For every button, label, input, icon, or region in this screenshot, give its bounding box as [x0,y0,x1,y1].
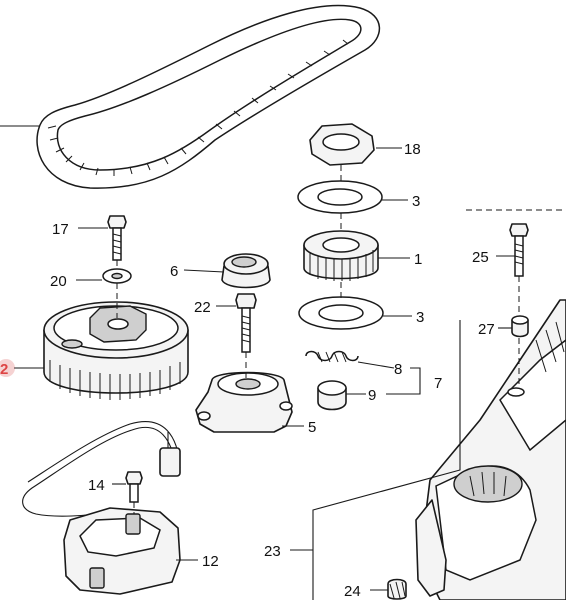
part-25-bolt[interactable] [496,223,529,277]
part-22-bolt[interactable] [216,293,257,353]
part-3-lower-washer[interactable] [298,296,412,330]
callout-23: 23 [264,543,281,560]
callout-9: 9 [368,387,376,404]
callout-3-lower: 3 [416,309,424,326]
callouts: 18 3 1 3 8 7 9 5 17 20 6 22 2 14 12 23 2… [0,141,495,600]
guide-lines [116,165,566,600]
part-18-nut[interactable] [309,123,402,166]
part-3-upper-washer[interactable] [297,180,408,214]
callout-14: 14 [88,477,105,494]
callout-25: 25 [472,249,489,266]
wire-harness[interactable] [22,421,181,517]
callout-17: 17 [52,221,69,238]
part-2-pulley[interactable] [14,301,189,400]
callout-20: 20 [50,273,67,290]
callout-3-upper: 3 [412,193,420,210]
callout-5: 5 [308,419,316,436]
callout-1: 1 [414,251,422,268]
callout-8: 8 [394,361,402,378]
part-17-bolt[interactable] [78,215,127,261]
callout-24: 24 [344,583,361,600]
callout-7: 7 [434,375,442,392]
part-24-screw[interactable] [370,578,407,600]
callout-6: 6 [170,263,178,280]
part-23-case[interactable] [415,299,566,600]
callout-2-highlight [0,359,15,377]
bracket-7 [386,367,421,395]
part-8-spring[interactable] [305,350,395,369]
part-6-cap[interactable] [183,253,271,289]
part-14-screw[interactable] [112,471,143,503]
part-20-washer[interactable] [76,268,132,284]
part-9-roller[interactable] [317,380,366,411]
callout-12: 12 [202,553,219,570]
timing-belt[interactable] [0,4,381,189]
callout-2[interactable]: 2 [0,361,8,378]
part-27-collar[interactable] [498,315,529,338]
callout-18: 18 [404,141,421,158]
part-5-mount[interactable] [195,371,304,433]
callout-27: 27 [478,321,495,338]
part-12-housing[interactable] [63,507,198,595]
callout-22: 22 [194,299,211,316]
part-1-gear[interactable] [303,230,410,281]
